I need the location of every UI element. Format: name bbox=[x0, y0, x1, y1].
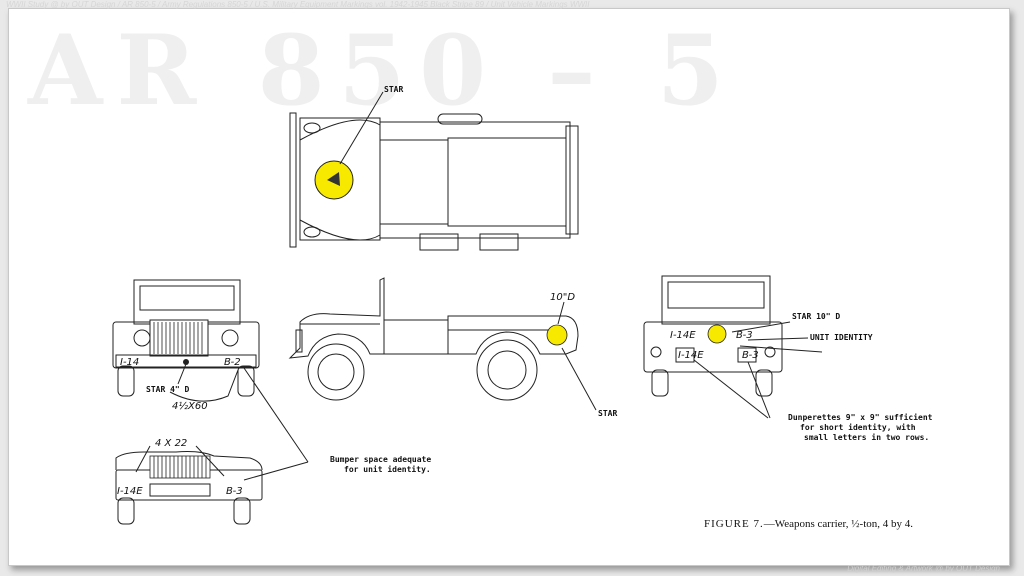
rear-right-code: B-3 bbox=[736, 330, 753, 341]
header-credit: WWII Study @ by OUT Design / AR 850-5 / … bbox=[6, 0, 590, 9]
lower-front-view: I-14E B-3 4 X 22 bbox=[115, 438, 309, 525]
top-view: STAR bbox=[289, 85, 579, 251]
lower-size-label: 4 X 22 bbox=[155, 438, 187, 449]
side-view: 10"D STAR bbox=[288, 277, 617, 418]
star-top-label: STAR bbox=[384, 85, 403, 94]
footer-credit: Digital Editing & Artwork @ by OUT Desig… bbox=[847, 564, 1000, 573]
rear-view: I-14E B-3 I-14E B-3 STAR 10" D UNIT IDEN… bbox=[643, 275, 873, 419]
dunp-note-line3: small letters in two rows. bbox=[804, 432, 929, 442]
lower-left-code: I-14E bbox=[117, 486, 143, 497]
dunp-note-line2: for short identity, with bbox=[800, 422, 916, 432]
front-right-code: B-2 bbox=[224, 357, 241, 368]
star-front-label: STAR 4" D bbox=[146, 385, 190, 394]
front-view: I-14 B-2 STAR 4" D 4½X60 bbox=[112, 279, 309, 463]
star-side-marker bbox=[546, 324, 568, 346]
watermark: AR 850 – 5 bbox=[28, 14, 738, 127]
front-left-code: I-14 bbox=[120, 357, 139, 368]
bumper-note-line2: for unit identity. bbox=[344, 464, 431, 474]
figure-caption-text: —Weapons carrier, ½-ton, 4 by 4. bbox=[763, 518, 914, 530]
figure-caption-prefix: FIGURE 7. bbox=[704, 518, 764, 530]
star-rear-marker bbox=[707, 324, 727, 344]
star-side-label: STAR bbox=[598, 409, 617, 418]
rear-sub-right: B-3 bbox=[742, 350, 759, 361]
side-size-label: 10"D bbox=[550, 292, 575, 303]
figure-caption: FIGURE 7.—Weapons carrier, ½-ton, 4 by 4… bbox=[704, 518, 913, 530]
lower-right-code: B-3 bbox=[226, 486, 243, 497]
rear-sub-left: I-14E bbox=[678, 350, 704, 361]
front-size-label: 4½X60 bbox=[172, 400, 208, 412]
bumper-note-line1: Bumper space adequate bbox=[330, 455, 431, 464]
star-rear-label: STAR 10" D bbox=[792, 312, 840, 321]
dunp-note-line1: Dunperettes 9" x 9" sufficient bbox=[788, 412, 933, 422]
unit-identity-label: UNIT IDENTITY bbox=[810, 333, 873, 342]
rear-left-code: I-14E bbox=[670, 330, 696, 341]
